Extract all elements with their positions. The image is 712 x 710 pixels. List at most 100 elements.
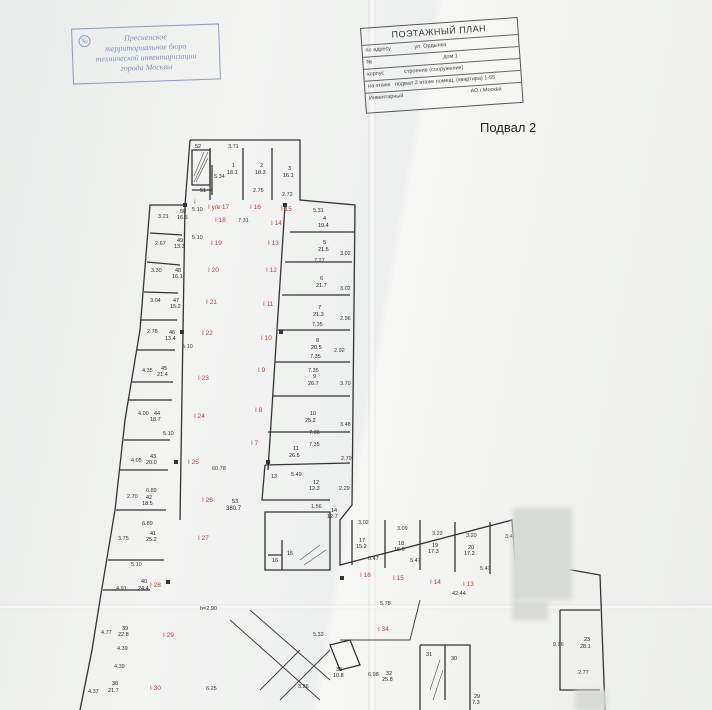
room-area: 10.8 (333, 673, 344, 679)
zone-marker: I 16 (360, 572, 371, 579)
room-area: 7.3 (472, 700, 480, 706)
room-area: 16.1 (283, 173, 294, 179)
dimension-label: 60.78 (212, 466, 226, 472)
redacted-area (512, 600, 548, 620)
room-number: 38 (112, 681, 118, 687)
zone-marker: I 26 (202, 497, 213, 504)
dimension-label: 4.35 (142, 368, 153, 374)
zone-marker: I 21 (206, 299, 217, 306)
dimension-label: 2.67 (155, 241, 166, 247)
dimension-label: 3.09 (397, 526, 408, 532)
zone-marker: I 13 (268, 240, 279, 247)
dimension-label: 3.21 (158, 214, 169, 220)
dimension-label: 5.34 (214, 174, 225, 180)
room-number: 51 (200, 188, 206, 194)
dimension-label: 3.20 (466, 533, 477, 539)
room-number: 33 (336, 667, 342, 673)
zone-marker: I 10 (261, 335, 272, 342)
room-area: 20.5 (311, 345, 322, 351)
dimension-label: 2.79 (341, 456, 352, 462)
room-number: 40 (141, 579, 147, 585)
dimension-label: 7.35 (309, 442, 320, 448)
zone-marker: I 18 (215, 217, 226, 224)
dimension-label: 3.04 (150, 298, 161, 304)
dimension-label: 5.10 (192, 235, 203, 241)
zone-marker: I 12 (266, 267, 277, 274)
room-area: 20.0 (146, 460, 157, 466)
room-area: 18.5 (142, 501, 153, 507)
room-number: 10 (310, 411, 316, 417)
zone-marker: I 15 (281, 206, 292, 213)
dimension-label: 7.27 (314, 258, 325, 264)
dimension-label: 2.70 (127, 494, 138, 500)
zone-marker: I 16 (250, 204, 261, 211)
room-number: 47 (173, 298, 179, 304)
room-area: 15.2 (170, 304, 181, 310)
zone-marker: I 34 (378, 626, 389, 633)
dimension-label: 6.89 (142, 521, 153, 527)
room-area: 21.4 (157, 372, 168, 378)
dimension-label: 6.25 (206, 686, 217, 692)
room-number: 3 (288, 166, 291, 172)
dimension-label: 2.77 (578, 670, 589, 676)
dimension-label: 7.31 (238, 218, 249, 224)
dimension-label: 4.05 (131, 458, 142, 464)
room-number: 15 (287, 551, 293, 557)
zone-marker: I 19 (211, 240, 222, 247)
room-number: 30 (451, 656, 457, 662)
room-number: 18 (398, 541, 404, 547)
room-area: 17.2 (464, 551, 475, 557)
room-number: 41 (150, 531, 156, 537)
room-area: 13.4 (165, 336, 176, 342)
dimension-label: 2.75 (253, 188, 264, 194)
dimension-label: 7.35 (312, 322, 323, 328)
columns (166, 203, 344, 584)
room-number: 5 (323, 240, 326, 246)
level-label: Подвал 2 (480, 120, 537, 135)
room-area: 16.5 (177, 215, 188, 221)
room-area: 25.2 (146, 537, 157, 543)
zone-marker: I 14 (430, 579, 441, 586)
room-area: 13.3 (174, 244, 185, 250)
room-number: 14 (331, 508, 337, 514)
dimension-label: 2.92 (334, 348, 345, 354)
dimension-label: 5.47 (410, 558, 421, 564)
room-number: 13 (271, 474, 277, 480)
room-area: 15.2 (356, 544, 367, 550)
room-number: 46 (169, 330, 175, 336)
dimension-label: 7.35 (308, 368, 319, 374)
dimension-label: 5.47 (480, 566, 491, 572)
dimension-label: 7.35 (310, 354, 321, 360)
room-area: 21.7 (108, 688, 119, 694)
room-number: 32 (386, 671, 392, 677)
room-number: 52 (195, 144, 201, 150)
ramp-lines (229, 599, 421, 701)
dimension-label: 3.02 (340, 251, 351, 257)
zone-marker: I 23 (198, 375, 209, 382)
room-area: 26.7 (308, 381, 319, 387)
room-area: 21.5 (318, 247, 329, 253)
dimension-label: 7.36 (309, 430, 320, 436)
dimension-label: 2.96 (340, 316, 351, 322)
room-number: 11 (293, 446, 299, 452)
dimension-label: 5.78 (380, 601, 391, 607)
dimension-label: 4.00 (138, 411, 149, 417)
dimension-label: 3.48 (340, 422, 351, 428)
room-number: 19 (432, 543, 438, 549)
room-area: 26.5 (289, 453, 300, 459)
dimension-label: 5.33 (313, 632, 324, 638)
zone-marker: I 28 (150, 582, 161, 589)
zone-marker: I 22 (202, 330, 213, 337)
dimension-label: 4.39 (117, 646, 128, 652)
dimension-label: 3.02 (340, 286, 351, 292)
room-area: 25.8 (382, 677, 393, 683)
room-number: 20 (468, 545, 474, 551)
dimension-label: 42.44 (452, 591, 466, 597)
room-number: 42 (146, 495, 152, 501)
dimension-label: 5.47 (368, 556, 379, 562)
dimension-label: 5.31 (313, 208, 324, 214)
room-number: 1 (232, 163, 235, 169)
room-area: 21.7 (316, 283, 327, 289)
zone-marker: I (194, 199, 196, 206)
